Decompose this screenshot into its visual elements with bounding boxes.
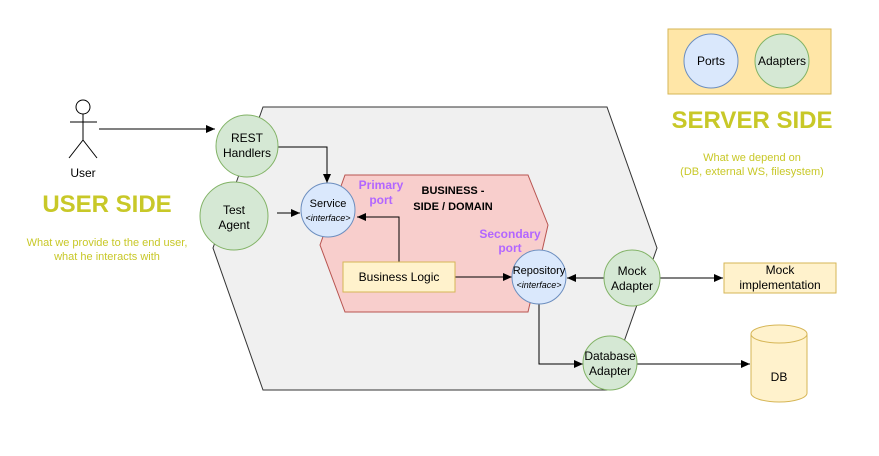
user-actor-icon bbox=[68, 99, 98, 159]
server-side-desc-line2: (DB, external WS, filesystem) bbox=[680, 166, 824, 178]
domain-title-line2: SIDE / DOMAIN bbox=[413, 201, 493, 213]
secondary-port-label-line2: port bbox=[498, 241, 521, 255]
test-agent-line1: Test bbox=[223, 203, 246, 217]
legend-ports-circle bbox=[683, 33, 739, 89]
user-label: User bbox=[70, 166, 95, 180]
user-side-desc-line1: What we provide to the end user, bbox=[27, 237, 188, 249]
rest-to-service-arrow bbox=[278, 146, 331, 183]
user-side-desc-line2: what he interacts with bbox=[53, 251, 160, 263]
db-cylinder-icon bbox=[750, 324, 808, 403]
mock-implementation-line1: Mock bbox=[766, 263, 796, 277]
business-logic-label: Business Logic bbox=[359, 270, 440, 284]
domain-title-line1: BUSINESS - bbox=[422, 185, 485, 197]
mock-adapter-line1: Mock bbox=[618, 264, 648, 278]
mock-implementation-line2: implementation bbox=[739, 278, 820, 292]
repository-line2: <interface> bbox=[516, 280, 561, 290]
legend-adapters-label: Adapters bbox=[758, 54, 806, 68]
mock-adapter-line2: Adapter bbox=[611, 279, 653, 293]
mock-implementation-box bbox=[723, 262, 837, 294]
service-line2: <interface> bbox=[305, 213, 350, 223]
primary-port-label-line2: port bbox=[369, 193, 392, 207]
user-side-title: USER SIDE bbox=[42, 191, 171, 218]
test-agent-line2: Agent bbox=[218, 218, 250, 232]
logic-to-service-arrow bbox=[357, 213, 400, 262]
legend-adapters-circle bbox=[754, 33, 810, 89]
service-line1: Service bbox=[310, 198, 347, 210]
db-label: DB bbox=[771, 370, 788, 384]
legend-ports-label: Ports bbox=[697, 54, 725, 68]
rest-handlers-line2: Handlers bbox=[223, 146, 271, 160]
business-logic-box bbox=[342, 261, 456, 293]
rest-handlers-adapter bbox=[215, 114, 279, 178]
primary-port-label-line1: Primary bbox=[359, 178, 404, 192]
server-side-title: SERVER SIDE bbox=[672, 107, 833, 134]
repository-line1: Repository bbox=[513, 265, 566, 277]
server-side-desc-line1: What we depend on bbox=[703, 152, 801, 164]
mock-adapter bbox=[603, 249, 661, 307]
repository-to-db-adapter-arrow bbox=[538, 304, 583, 368]
repository-port bbox=[511, 249, 567, 305]
database-adapter bbox=[582, 335, 638, 391]
database-adapter-line2: Adapter bbox=[589, 364, 631, 378]
database-adapter-line1: Database bbox=[584, 349, 636, 363]
secondary-port-label-line1: Secondary bbox=[479, 227, 541, 241]
rest-handlers-line1: REST bbox=[231, 131, 264, 145]
service-port bbox=[300, 182, 356, 238]
test-agent-adapter bbox=[199, 181, 269, 251]
